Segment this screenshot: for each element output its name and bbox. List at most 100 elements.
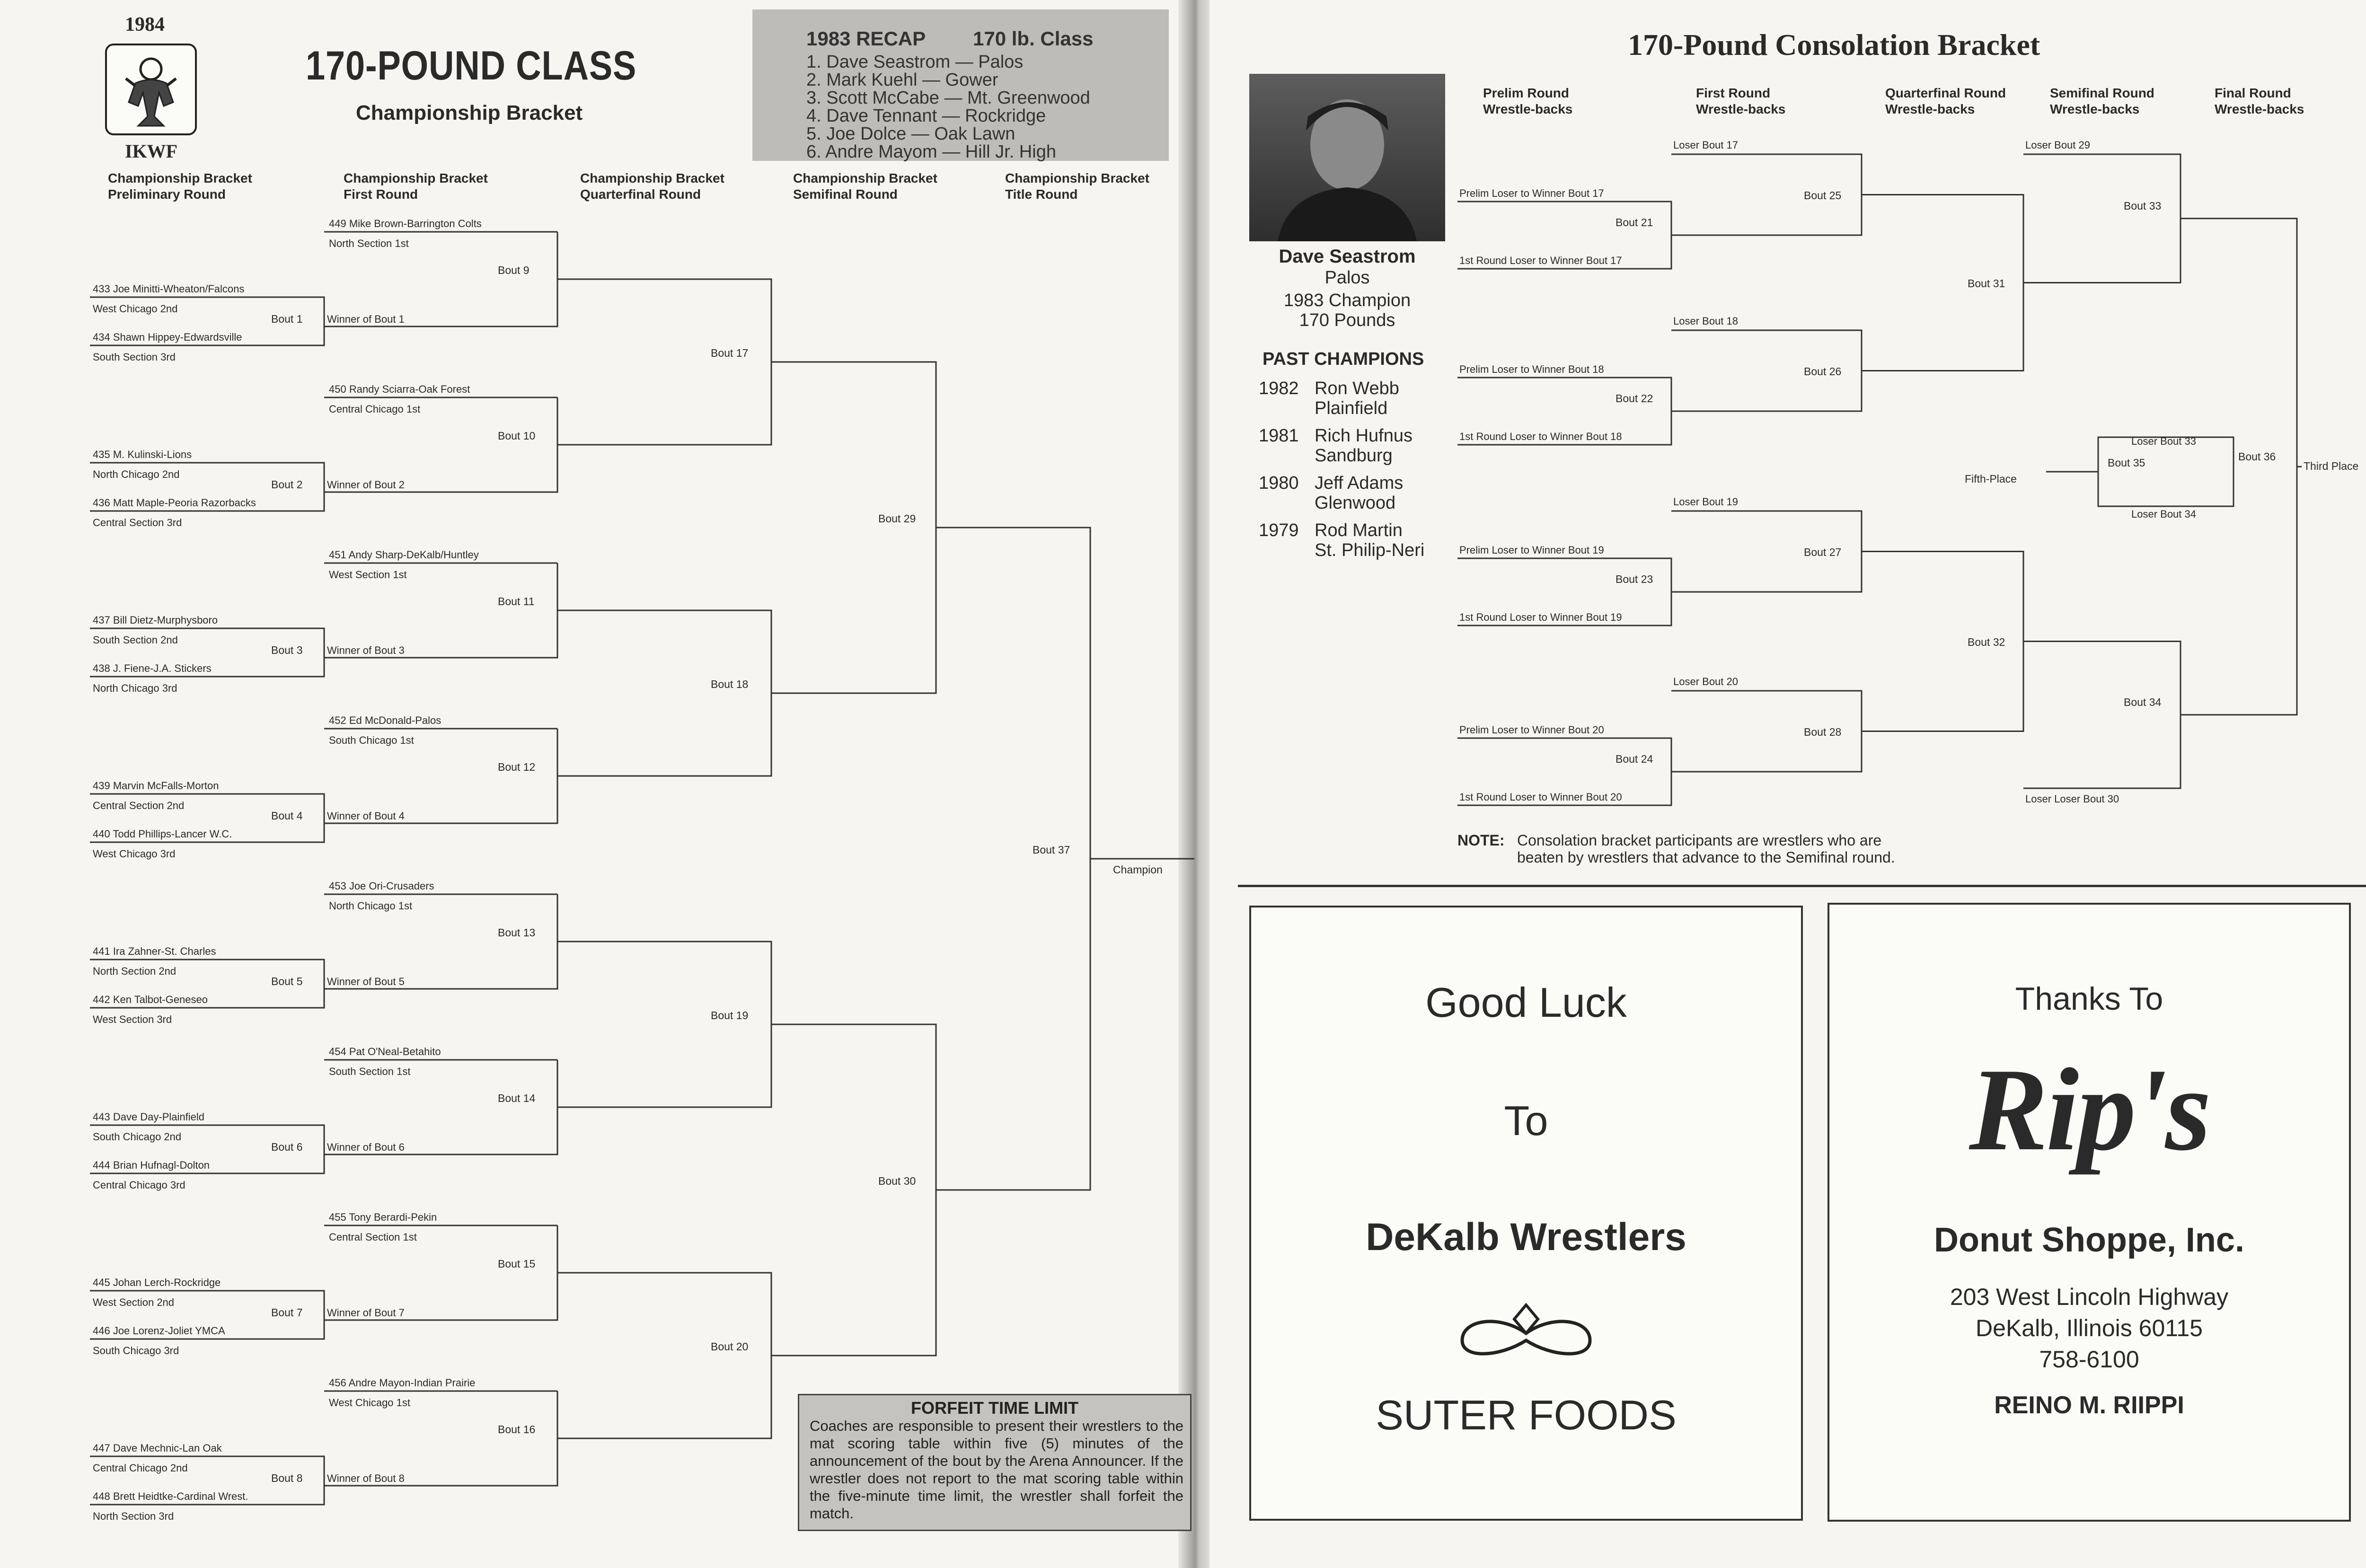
recap-place: 6. Andre Mayom — Hill Jr. High — [806, 142, 1056, 162]
quarter-bout: Bout 17 — [711, 347, 749, 359]
champion-label: Champion — [1113, 863, 1163, 876]
quarter-connector — [557, 941, 772, 1108]
ad2-line1: Thanks To — [2015, 981, 2163, 1017]
past-champion-year: 1980 — [1259, 473, 1299, 493]
cons-semi-bout: Bout 32 — [1968, 635, 2005, 648]
prelim-bout: Bout 1 — [271, 313, 303, 325]
fifth-place-bottom: Loser Bout 34 — [2131, 508, 2196, 520]
recap-place: 5. Joe Dolce — Oak Lawn — [806, 124, 1015, 144]
recap-place: 4. Dave Tennant — Rockridge — [806, 106, 1046, 126]
past-champion-school: St. Philip-Neri — [1315, 540, 1425, 560]
prelim-wrestler-a: 445 Johan Lerch-Rockridge — [93, 1277, 221, 1288]
champion-line1: 1983 Champion — [1283, 291, 1411, 310]
semi-bout: Bout 29 — [878, 512, 916, 525]
seed-section: North Chicago 1st — [329, 900, 413, 912]
prelim-section-b: Central Section 3rd — [93, 517, 182, 529]
champion-line2: 170 Pounds — [1299, 310, 1395, 330]
semi-connector — [771, 1023, 937, 1357]
consolation-title: 170-Pound Consolation Bracket — [1628, 28, 2040, 62]
past-champion-name: Rod Martin — [1315, 520, 1403, 540]
seed-wrestler: 456 Andre Mayon-Indian Prairie — [329, 1377, 476, 1389]
prelim-section-a: West Section 2nd — [93, 1296, 175, 1308]
third-place-label: Third Place — [2304, 460, 2359, 473]
prelim-bout: Bout 3 — [271, 644, 303, 656]
cons-final-bout: Bout 33 — [2124, 199, 2162, 212]
seed-section: West Section 1st — [329, 569, 407, 581]
past-champion-year: 1982 — [1259, 379, 1299, 398]
page-subtitle: Championship Bracket — [356, 101, 583, 124]
cons-loser-bout: Loser Bout 19 — [1673, 496, 1738, 508]
ad1-line2: To — [1504, 1097, 1548, 1144]
prelim-bout: Bout 5 — [271, 975, 303, 987]
prelim-wrestler-b: 440 Todd Phillips-Lancer W.C. — [93, 828, 232, 840]
champion-portrait-icon — [1278, 99, 1417, 241]
cons-prelim-bout: Bout 24 — [1616, 753, 1653, 765]
prelim-bout: Bout 6 — [271, 1141, 303, 1153]
prelim-section-b: Central Chicago 3rd — [93, 1179, 185, 1191]
recap-class: 170 lb. Class — [973, 27, 1094, 50]
quarter-bout: Bout 20 — [711, 1340, 749, 1353]
first-round-bout: Bout 9 — [498, 264, 530, 276]
cons-loser-bout: Loser Bout 17 — [1673, 139, 1738, 151]
first-round-connector — [324, 232, 558, 327]
ad2-line4: DeKalb, Illinois 60115 — [1976, 1315, 2203, 1341]
past-champion-name: Rich Hufnus — [1315, 426, 1413, 446]
note-label: NOTE: — [1457, 832, 1505, 849]
prelim-connector — [90, 959, 325, 1009]
cons-prelim-label: Prelim Loser to Winner Bout 18 — [1459, 363, 1604, 375]
quarter-connector — [557, 609, 772, 777]
first-round-connector — [324, 729, 558, 824]
cons-first-label: 1st Round Loser to Winner Bout 19 — [1459, 611, 1622, 623]
past-champion-year: 1979 — [1259, 520, 1299, 540]
recap-box: 1983 RECAP 170 lb. Class 1. Dave Seastro… — [752, 9, 1169, 162]
first-round-connector — [324, 1225, 558, 1321]
first-round-bout: Bout 16 — [498, 1423, 536, 1436]
first-round-connector — [324, 894, 558, 990]
prelim-section-b: North Chicago 3rd — [93, 682, 177, 694]
first-round-connector — [324, 1060, 558, 1155]
cons-loser-bout: Loser Bout 18 — [1673, 315, 1738, 327]
note-text: beaten by wrestlers that advance to the … — [1517, 849, 1895, 866]
forfeit-text: Coaches are responsible to present their… — [810, 1418, 1183, 1522]
ad1-line4: SUTER FOODS — [1376, 1392, 1677, 1438]
cons-loser-bout: Loser Bout 20 — [1673, 676, 1738, 687]
first-round-bout: Bout 14 — [498, 1092, 536, 1104]
cons-prelim-label: Prelim Loser to Winner Bout 17 — [1459, 187, 1604, 199]
cons-qf-bout: Bout 28 — [1804, 725, 1842, 738]
winner-of-label: Winner of Bout 1 — [327, 313, 405, 325]
third-place-connector — [2181, 218, 2298, 716]
prelim-section-a: Central Chicago 2nd — [93, 1462, 188, 1474]
first-round-bout: Bout 11 — [498, 595, 535, 608]
note-text: Consolation bracket participants are wre… — [1517, 832, 1882, 849]
prelim-connector — [90, 627, 325, 678]
cons-semi-bout: Bout 31 — [1968, 277, 2005, 290]
prelim-wrestler-b: 448 Brett Heidtke-Cardinal Wrest. — [93, 1490, 248, 1502]
prelim-wrestler-b: 438 J. Fiene-J.A. Stickers — [93, 662, 212, 674]
prelim-bout: Bout 7 — [271, 1306, 303, 1319]
seed-wrestler: 455 Tony Berardi-Pekin — [329, 1211, 437, 1223]
cons-prelim-bout: Bout 23 — [1616, 573, 1653, 585]
prelim-section-a: West Chicago 2nd — [93, 303, 178, 315]
winner-of-label: Winner of Bout 8 — [327, 1472, 405, 1484]
year-label: 1984 — [125, 14, 165, 35]
ad1-line3: DeKalb Wrestlers — [1366, 1216, 1686, 1259]
forfeit-title: FORFEIT TIME LIMIT — [911, 1398, 1078, 1418]
quarter-connector — [557, 278, 772, 446]
championship-bracket-page — [0, 0, 1197, 1568]
first-round-connector — [324, 563, 558, 659]
prelim-wrestler-b: 436 Matt Maple-Peoria Razorbacks — [93, 497, 256, 509]
prelim-wrestler-a: 439 Marvin McFalls-Morton — [93, 780, 219, 792]
loser-bout-29: Loser Bout 29 — [2025, 139, 2090, 151]
cons-final-bout: Bout 34 — [2124, 696, 2162, 708]
seed-section: Central Chicago 1st — [329, 403, 421, 415]
third-place-bout: Bout 36 — [2238, 450, 2276, 463]
cons-final-connector — [2023, 641, 2181, 789]
